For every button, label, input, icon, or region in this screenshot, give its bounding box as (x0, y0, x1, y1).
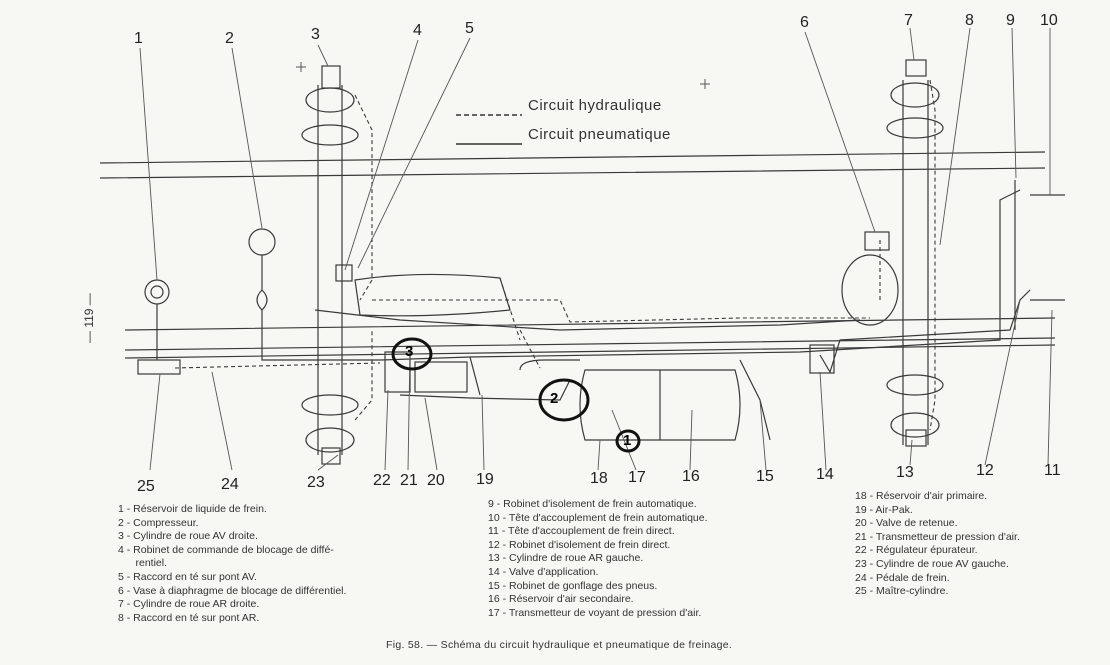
key-item: 19 - Air-Pak. (855, 503, 913, 516)
key-item: 6 - Vase à diaphragme de blocage de diff… (118, 584, 347, 597)
key-item: 23 - Cylindre de roue AV gauche. (855, 557, 1009, 570)
front-axle (317, 85, 343, 455)
callout-2: 2 (225, 30, 234, 47)
air-pak (414, 361, 468, 393)
key-item: 7 - Cylindre de roue AR droite. (118, 598, 260, 611)
legend-pneumatic-label: Circuit pneumatique (528, 126, 671, 143)
marker-3: 3 (405, 343, 414, 360)
key-item: 14 - Valve d'application. (488, 565, 599, 578)
key-item: 8 - Raccord en té sur pont AR. (118, 611, 260, 624)
callout-10: 10 (1040, 12, 1058, 29)
key-item: 12 - Robinet d'isolement de frein direct… (488, 538, 671, 551)
wheel-cylinder-ar-droite (905, 59, 927, 77)
frame-rail-lower (124, 344, 1056, 359)
callout-24: 24 (221, 476, 239, 493)
key-item: 9 - Robinet d'isolement de frein automat… (488, 498, 697, 510)
front-wheel-hub-top (305, 87, 355, 113)
frame-rail-mid (124, 317, 1056, 351)
marker-1: 1 (623, 432, 632, 449)
key-item: 10 - Tête d'accouplement de frein automa… (488, 511, 708, 524)
marker-circle-2 (538, 378, 590, 422)
rear-wheel-hub-bottom (886, 374, 944, 396)
side-page-mark: — 119 — (82, 293, 96, 343)
wheel-cylinder-av-gauche (321, 447, 341, 465)
wheel-cylinder-ar-gauche (905, 429, 927, 447)
callout-14: 14 (816, 466, 834, 483)
hydraulic-line (174, 362, 381, 369)
key-item: 15 - Robinet de gonflage des pneus. (488, 579, 658, 592)
key-item: 21 - Transmetteur de pression d'air. (855, 530, 1020, 543)
callout-3: 3 (311, 26, 320, 43)
callout-25: 25 (137, 478, 155, 495)
diaphragm-vase (864, 231, 890, 251)
callout-17: 17 (628, 469, 646, 486)
callout-6: 6 (800, 14, 809, 31)
key-item: 11 - Tête d'accouplement de frein direct… (488, 525, 675, 538)
callout-7: 7 (904, 12, 913, 29)
key-item: 2 - Compresseur. (118, 516, 199, 529)
key-item: 24 - Pédale de frein. (855, 571, 950, 584)
callout-15: 15 (756, 468, 774, 485)
key-item: 17 - Transmetteur de voyant de pression … (488, 606, 702, 619)
callout-12: 12 (976, 462, 994, 479)
marker-circle-3 (391, 337, 433, 371)
master-cylinder (137, 359, 181, 375)
key-item: 13 - Cylindre de roue AR gauche. (488, 552, 644, 565)
callout-21: 21 (400, 472, 418, 489)
brake-fluid-reservoir (144, 279, 170, 305)
key-item: 22 - Régulateur épurateur. (855, 544, 978, 557)
callout-8: 8 (965, 12, 974, 29)
rear-axle (902, 80, 929, 445)
callout-5: 5 (465, 20, 474, 37)
pneumatic-line (379, 189, 1021, 361)
callout-22: 22 (373, 472, 391, 489)
marker-circle-1 (615, 429, 641, 453)
callout-4: 4 (413, 22, 422, 39)
brake-circuit-diagram (99, 27, 1065, 471)
key-item: 18 - Réservoir d'air primaire. (855, 490, 988, 502)
callout-20: 20 (427, 472, 445, 489)
key-item: 20 - Valve de retenue. (855, 517, 958, 530)
key-column-3: 18 - Réservoir d'air primaire. 19 - Air-… (855, 490, 1020, 599)
wheel-cylinder-av-droite (321, 65, 341, 89)
front-wheel-hub-bottom (301, 394, 359, 416)
callout-19: 19 (476, 471, 494, 488)
callout-1: 1 (134, 30, 143, 47)
key-item: 25 - Maître-cylindre. (855, 585, 949, 598)
key-column-1: 1 - Réservoir de liquide de frein. 2 - C… (118, 503, 346, 625)
air-tank (579, 369, 741, 441)
legend-hydraulic-label: Circuit hydraulique (528, 97, 662, 114)
callout-23: 23 (307, 474, 325, 491)
differential-housing (354, 273, 511, 317)
rear-wheel-hub-top (890, 82, 940, 108)
tee-fitting-av (335, 264, 353, 282)
callout-16: 16 (682, 468, 700, 485)
compressor (248, 228, 276, 256)
frame-rail-top (99, 151, 1046, 179)
callout-13: 13 (896, 464, 914, 481)
key-item: 4 - Robinet de commande de blocage de di… (118, 543, 334, 556)
key-item: 5 - Raccord en té sur pont AV. (118, 570, 257, 583)
callout-18: 18 (590, 470, 608, 487)
key-item: rentiel. (118, 557, 168, 570)
valve-application (809, 344, 835, 374)
figure-caption: Fig. 58. — Schéma du circuit hydraulique… (386, 639, 733, 651)
key-item: 3 - Cylindre de roue AV droite. (118, 530, 258, 543)
callout-11: 11 (1044, 462, 1061, 479)
key-item: 1 - Réservoir de liquide de frein. (118, 503, 267, 515)
key-column-2: 9 - Robinet d'isolement de frein automat… (488, 498, 708, 620)
callout-9: 9 (1006, 12, 1015, 29)
key-item: 16 - Réservoir d'air secondaire. (488, 593, 634, 606)
marker-2: 2 (550, 390, 559, 407)
